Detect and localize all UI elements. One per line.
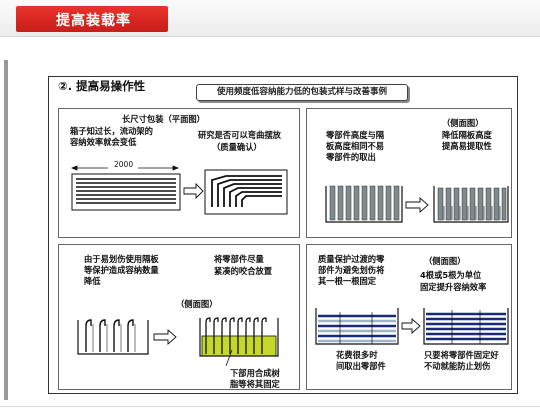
footer-divider xyxy=(0,406,540,407)
panel3-improve-1: 将零部件尽量 xyxy=(214,254,264,264)
page-title-tab: 提高装载率 xyxy=(16,6,168,32)
section-heading: ②. 提高易操作性 xyxy=(58,79,146,93)
panel4-problem-3: 其一根一根固定 xyxy=(318,276,377,286)
panel2-problem-1: 零部件高度与隔 xyxy=(326,130,385,140)
tall-partition-box xyxy=(325,185,403,223)
bundled-box xyxy=(423,308,509,345)
panel3-side-view: （侧面图） xyxy=(176,299,218,309)
panel4-note-right-2: 不动就能防止划伤 xyxy=(424,361,491,371)
panel3-note-2: 脂等将其固定 xyxy=(230,379,280,389)
panel2-improve-1: 降低隔板高度 xyxy=(442,130,492,140)
panel2-problem-3: 零部件的取出 xyxy=(326,152,376,162)
improve-arrow xyxy=(153,329,177,345)
panel1-improve-1: 研究是否可以弯曲摆放 xyxy=(198,130,281,140)
panel1-problem-2: 容纳效率就会变低 xyxy=(70,137,137,147)
panel3-improve-2: 紧凑的咬合放置 xyxy=(214,266,273,276)
long-parts xyxy=(76,178,176,204)
resin-box xyxy=(199,317,279,357)
bent-parts xyxy=(211,175,282,207)
panel3-problem-3: 降低 xyxy=(84,276,101,286)
panel2-improve-2: 提高易提取性 xyxy=(442,141,492,151)
panel4-note-left-2: 间取出零部件 xyxy=(336,361,386,371)
left-divider xyxy=(4,60,8,400)
panel4-side-view: （侧面图） xyxy=(424,256,466,266)
panel4-improve-2: 固定提升容纳效率 xyxy=(420,282,487,292)
improve-arrow xyxy=(183,182,204,200)
panel4-problem-1: 质量保护过渡的零 xyxy=(318,254,385,264)
divided-box xyxy=(77,319,149,355)
panel4-improve-1: 4根或5根为单位 xyxy=(420,270,482,280)
panel4-note-right-1: 只要将零部件固定好 xyxy=(424,350,499,360)
panel2-problem-2: 板高度相同不易 xyxy=(326,141,385,151)
panel3-problem-1: 由于易划伤使用隔板 xyxy=(84,254,159,264)
panel1-dimension-label: 2000 xyxy=(114,160,134,169)
single-fixed-box xyxy=(315,308,399,345)
panel1-improve-2: （质量确认） xyxy=(212,142,262,152)
panel2-side-view: （侧面图） xyxy=(442,118,484,128)
panel-compact-fit xyxy=(58,244,300,390)
improve-arrow xyxy=(401,318,421,334)
improve-arrow xyxy=(405,197,429,213)
page-title: 提高装载率 xyxy=(56,13,131,29)
low-partition-box xyxy=(433,186,509,223)
panel3-note-1: 下部用合成树 xyxy=(230,368,280,378)
panel1-title: 长尺寸包装（平面图） xyxy=(122,114,205,124)
panel1-problem-1: 箱子知过长，流动架的 xyxy=(70,126,153,136)
panel3-problem-2: 等保护造成容纳数量 xyxy=(84,265,159,275)
panel4-problem-2: 部件为避免划伤将 xyxy=(318,265,385,275)
panel4-note-left-1: 花费很多时 xyxy=(336,350,378,360)
dimension-arrow xyxy=(70,165,180,171)
note-leader xyxy=(225,349,233,367)
section-callout: 使用频度低容纳能力低的包装式样与改善事例 xyxy=(196,84,408,101)
long-tray xyxy=(71,173,181,211)
